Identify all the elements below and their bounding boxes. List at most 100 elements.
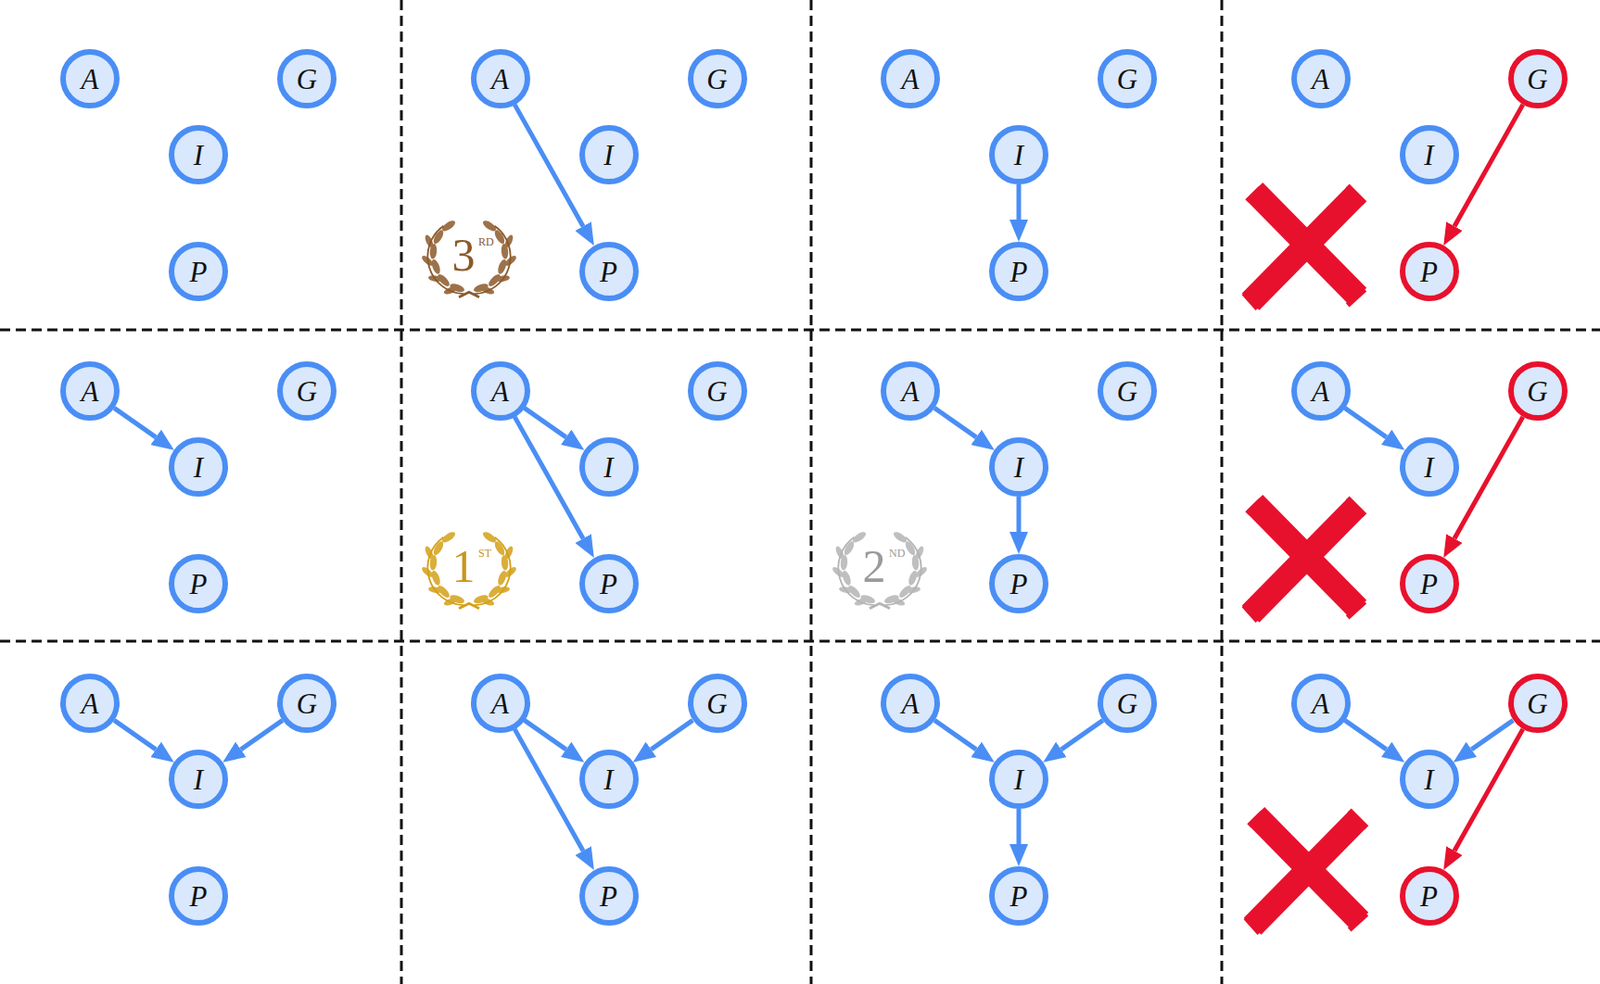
node-letter: P (1010, 257, 1029, 287)
causal-arrow (1016, 809, 1022, 845)
variable-node: A (1291, 673, 1351, 734)
node-letter: G (1526, 689, 1548, 719)
variable-node: P (1399, 554, 1460, 614)
reject-cross (1245, 811, 1368, 935)
variable-node: P (579, 554, 639, 614)
variable-node: G (687, 49, 748, 109)
causal-arrow (1016, 496, 1022, 533)
rank-label: ND (888, 547, 905, 559)
causal-arrow (1454, 417, 1524, 539)
variable-node: I (989, 437, 1049, 497)
variable-node: P (989, 241, 1049, 302)
variable-node: A (470, 361, 531, 421)
causal-arrow (524, 720, 567, 750)
causal-arrow (1454, 104, 1524, 227)
node-letter: I (193, 765, 204, 795)
variable-node: A (880, 49, 940, 109)
node-letter: A (491, 689, 509, 719)
node-letter: G (296, 377, 318, 407)
causal-arrow (514, 729, 584, 851)
node-letter: P (1010, 570, 1029, 599)
causal-arrow (1345, 407, 1387, 437)
variable-node: G (277, 673, 337, 734)
node-letter: P (1420, 257, 1438, 287)
node-letter: I (1423, 765, 1434, 795)
variable-node: G (1097, 49, 1157, 109)
laurel-bronze (419, 218, 518, 298)
node-letter: G (706, 64, 727, 94)
node-letter: A (901, 689, 920, 719)
causal-arrow (514, 104, 584, 227)
node-letter: P (599, 570, 618, 599)
node-letter: G (706, 689, 727, 719)
node-letter: I (603, 765, 613, 795)
node-letter: I (193, 140, 204, 170)
node-letter: A (81, 64, 100, 94)
causal-arrow (114, 720, 156, 750)
node-letter: A (1311, 64, 1330, 94)
variable-node: P (1399, 241, 1460, 302)
causal-arrow (934, 720, 977, 750)
node-letter: P (1420, 882, 1438, 912)
variable-node: P (168, 241, 229, 302)
causal-arrow (1471, 720, 1513, 750)
causal-arrow (1454, 729, 1524, 851)
variable-node: A (60, 361, 120, 421)
variable-node: I (168, 125, 229, 185)
variable-node: P (1399, 866, 1460, 927)
node-letter: P (599, 257, 618, 287)
variable-node: I (579, 125, 639, 185)
variable-node: G (1508, 49, 1568, 109)
variable-node: P (168, 554, 229, 614)
variable-node: G (277, 49, 337, 109)
node-letter: I (1423, 453, 1434, 483)
variable-node: G (1508, 361, 1568, 421)
node-letter: I (1014, 765, 1024, 795)
variable-node: P (989, 866, 1049, 927)
causal-arrow (114, 407, 156, 437)
node-letter: A (81, 689, 100, 719)
node-letter: I (193, 453, 204, 483)
rank-label: 3 (452, 231, 476, 279)
reject-cross (1244, 498, 1366, 623)
reject-cross (1244, 186, 1366, 310)
node-letter: G (1117, 64, 1138, 94)
rank-label: 1 (452, 543, 476, 590)
node-letter: A (1311, 377, 1330, 407)
node-letter: G (1117, 689, 1138, 719)
node-letter: A (901, 64, 920, 94)
node-letter: I (1423, 140, 1434, 170)
variable-node: I (579, 749, 639, 810)
node-letter: I (1014, 453, 1024, 483)
node-letter: G (1526, 377, 1548, 407)
causal-arrow (934, 407, 977, 437)
node-letter: G (296, 64, 318, 94)
node-letter: G (296, 689, 318, 719)
variable-node: G (277, 361, 337, 421)
variable-node: I (579, 437, 639, 497)
variable-node: I (1399, 437, 1460, 497)
variable-node: I (989, 125, 1049, 185)
variable-node: A (60, 49, 120, 109)
variable-node: I (1399, 749, 1460, 810)
variable-node: G (1508, 673, 1568, 734)
node-letter: I (603, 453, 613, 483)
variable-node: A (880, 673, 940, 734)
node-letter: P (190, 257, 208, 287)
variable-node: G (1097, 673, 1157, 734)
node-letter: P (190, 570, 208, 599)
causal-arrow (514, 417, 584, 539)
rank-label: RD (478, 236, 495, 248)
variable-node: A (1291, 361, 1351, 421)
node-letter: I (603, 140, 613, 170)
node-letter: P (1420, 570, 1438, 599)
node-letter: A (81, 377, 100, 407)
variable-node: I (168, 749, 229, 810)
node-letter: A (1311, 689, 1330, 719)
causal-arrow (1061, 720, 1104, 750)
variable-node: I (168, 437, 229, 497)
variable-node: A (470, 673, 531, 734)
causal-arrow (1016, 184, 1022, 220)
variable-node: P (989, 554, 1049, 614)
